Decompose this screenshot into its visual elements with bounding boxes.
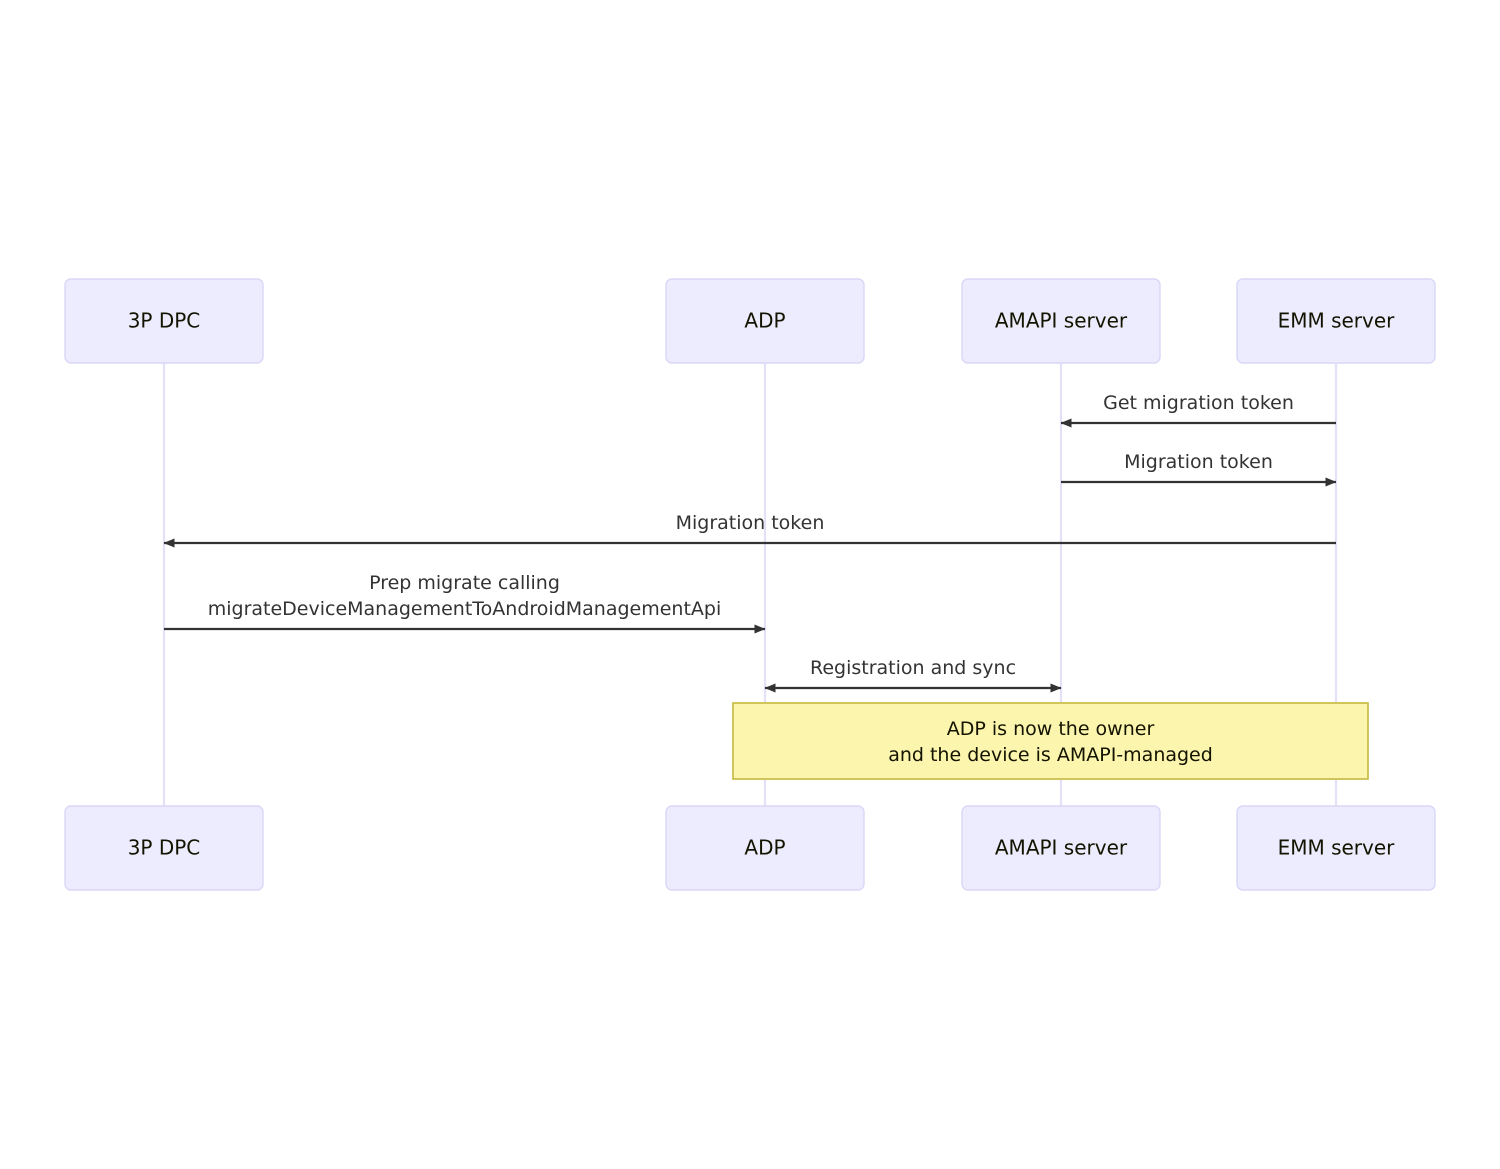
message-label: Migration token (1124, 451, 1273, 473)
participant-label: 3P DPC (128, 836, 201, 860)
message-label: Registration and sync (810, 657, 1016, 679)
participant-label: ADP (744, 309, 785, 333)
participant-label: ADP (744, 836, 785, 860)
message-m3[interactable]: Migration token (163, 512, 1336, 548)
participant-emm-top[interactable]: EMM server (1236, 278, 1436, 364)
message-label: Migration token (676, 512, 825, 534)
participant-amapi-bottom[interactable]: AMAPI server (961, 805, 1161, 891)
participant-box (1236, 278, 1436, 364)
participant-box (64, 278, 264, 364)
message-label: Prep migrate calling (369, 572, 560, 594)
participant-box (961, 805, 1161, 891)
participant-label: AMAPI server (995, 309, 1128, 333)
participant-box (961, 278, 1161, 364)
participant-label: 3P DPC (128, 309, 201, 333)
participant-box (665, 805, 865, 891)
participants-bottom-group: 3P DPC ADP AMAPI server EMM server (64, 805, 1436, 891)
message-m5[interactable]: Registration and sync (764, 657, 1062, 693)
participant-dpc-top[interactable]: 3P DPC (64, 278, 264, 364)
participant-label: EMM server (1278, 836, 1396, 860)
message-m4[interactable]: Prep migrate calling migrateDeviceManagem… (164, 572, 766, 634)
message-m1[interactable]: Get migration token (1060, 392, 1336, 428)
message-m2[interactable]: Migration token (1061, 451, 1337, 487)
participant-dpc-bottom[interactable]: 3P DPC (64, 805, 264, 891)
note-label: and the device is AMAPI-managed (888, 744, 1213, 766)
participant-box (1236, 805, 1436, 891)
participant-amapi-top[interactable]: AMAPI server (961, 278, 1161, 364)
message-label: migrateDeviceManagementToAndroidManageme… (208, 598, 722, 620)
participant-emm-bottom[interactable]: EMM server (1236, 805, 1436, 891)
participants-top-group: 3P DPC ADP AMAPI server EMM server (64, 278, 1436, 364)
participant-label: EMM server (1278, 309, 1396, 333)
notes-group: ADP is now the owner and the device is AM… (732, 702, 1369, 780)
participant-adp-bottom[interactable]: ADP (665, 805, 865, 891)
participant-box (64, 805, 264, 891)
message-label: Get migration token (1103, 392, 1294, 414)
participant-box (665, 278, 865, 364)
note-adp-owner[interactable]: ADP is now the owner and the device is AM… (732, 702, 1369, 780)
note-box (732, 702, 1369, 780)
note-label: ADP is now the owner (947, 718, 1155, 740)
participant-adp-top[interactable]: ADP (665, 278, 865, 364)
participant-label: AMAPI server (995, 836, 1128, 860)
